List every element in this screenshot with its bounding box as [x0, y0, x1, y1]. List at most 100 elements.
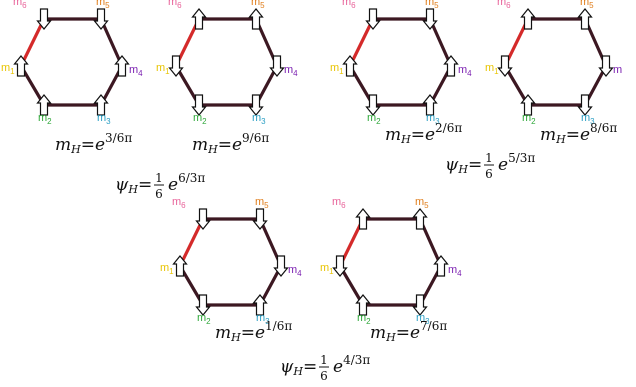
edge-m1-m6 [19, 17, 46, 68]
mh-subscript: H [230, 331, 241, 344]
edge-m5-m4 [99, 17, 124, 68]
site-m1-arrow-down [332, 255, 348, 277]
mh-equals: = [396, 323, 410, 343]
site-label-m4: m4 [129, 64, 143, 78]
site-label-m5: m5 [425, 0, 439, 10]
site-label-m3: m3 [416, 312, 430, 326]
site-m2-arrow-down [195, 294, 211, 316]
mh-symbol: m [540, 125, 556, 145]
mh-subscript: H [385, 331, 396, 344]
psi-base: e [333, 357, 343, 377]
psi-exp-term: e6/3π [168, 171, 205, 195]
site-m4-arrow-down [598, 55, 614, 77]
mh-subscript: H [70, 143, 81, 156]
mh-equals: = [241, 323, 255, 343]
site-label-m6: m6 [342, 0, 356, 10]
hexagon-5: m6 m5 m4 m3 m2 m1 [160, 196, 302, 326]
site-m4-arrow-up [433, 255, 449, 277]
mh-subscript: H [207, 143, 218, 156]
site-m6-arrow-up [520, 8, 536, 30]
hexagon-6: m6 m5 m4 m3 m2 m1 [320, 196, 462, 326]
mh-subscript: H [555, 133, 566, 146]
site-m4-arrow-up [114, 55, 130, 77]
site-label-m1: m1 [160, 262, 174, 276]
site-label-m2: m2 [197, 312, 211, 326]
site-label-m5: m5 [251, 0, 265, 10]
mh-symbol: m [385, 125, 401, 145]
mh-symbol: m [192, 135, 208, 155]
site-m2-arrow-down [365, 94, 381, 116]
psi-denominator: 6 [485, 167, 493, 181]
site-m2-arrow-up [520, 94, 536, 116]
mh-equals: = [218, 135, 232, 155]
psi-subscript: H [127, 183, 138, 196]
site-label-m5: m5 [255, 196, 269, 210]
psi-numerator: 1 [485, 151, 493, 165]
site-m1-arrow-down [497, 55, 513, 77]
mh-symbol: m [55, 135, 71, 155]
mh-equals: = [81, 135, 95, 155]
mh-exponent: 2/6π [435, 121, 462, 135]
site-label-m5: m5 [580, 0, 594, 10]
mh-base: e [410, 323, 420, 343]
site-m6-arrow-down [195, 208, 211, 230]
site-m3-arrow-up [422, 94, 438, 116]
site-label-m4: m4 [288, 264, 302, 278]
site-label-m3: m3 [426, 112, 440, 126]
site-m2-arrow-up [355, 294, 371, 316]
mh-equation-5: mH=e1/6π [215, 319, 292, 344]
svg-text:ψH=: ψH= [445, 155, 482, 176]
svg-text:ψH=: ψH= [280, 357, 317, 378]
site-m6-arrow-down [36, 8, 52, 30]
mh-base: e [255, 323, 265, 343]
site-label-m1: m1 [320, 262, 334, 276]
site-label-m5: m5 [415, 196, 429, 210]
site-m6-arrow-down [365, 8, 381, 30]
psi-equation-2: ψH=1 6 e5/3π [445, 151, 535, 181]
mh-exponent: 1/6π [265, 319, 292, 333]
psi-exponent: 5/3π [508, 151, 535, 165]
site-m5-arrow-down [93, 8, 109, 30]
site-label-m6: m6 [497, 0, 511, 10]
edge-m5-m4 [428, 17, 453, 68]
site-label-m2: m2 [38, 112, 52, 126]
site-label-m1: m1 [485, 62, 499, 76]
site-m3-arrow-down [412, 294, 428, 316]
site-label-m3: m3 [581, 112, 595, 126]
site-label-m1: m1 [330, 62, 344, 76]
site-m2-arrow-down [191, 94, 207, 116]
site-m1-arrow-up [342, 55, 358, 77]
site-m1-arrow-up [13, 55, 29, 77]
site-label-m6: m6 [172, 196, 186, 210]
psi-exp-term: e5/3π [498, 151, 535, 175]
site-label-m6: m6 [332, 196, 346, 210]
site-label-m4: m [613, 64, 622, 76]
site-label-m1: m1 [156, 62, 170, 76]
mh-equals: = [411, 125, 425, 145]
site-label-m2: m2 [357, 312, 371, 326]
site-label-m2: m2 [522, 112, 536, 126]
site-m4-arrow-down [269, 55, 285, 77]
site-label-m3: m3 [256, 312, 270, 326]
psi-equals: = [138, 175, 152, 195]
edge-m2-m1 [503, 64, 530, 107]
site-label-m4: m4 [448, 264, 462, 278]
mh-equals: = [566, 125, 580, 145]
psi-base: e [168, 175, 178, 195]
psi-symbol: ψ [280, 357, 294, 377]
mh-subscript: H [400, 133, 411, 146]
site-m6-arrow-up [355, 208, 371, 230]
mh-equation-3: mH=e2/6π [385, 121, 462, 146]
site-m3-arrow-up [93, 94, 109, 116]
mh-exponent: 8/6π [590, 121, 617, 135]
mh-base: e [425, 125, 435, 145]
psi-numerator: 1 [320, 353, 328, 367]
site-label-m6: m6 [13, 0, 27, 10]
mh-base: e [95, 135, 105, 155]
mh-exponent: 3/6π [105, 131, 132, 145]
mh-exponent: 9/6π [242, 131, 269, 145]
